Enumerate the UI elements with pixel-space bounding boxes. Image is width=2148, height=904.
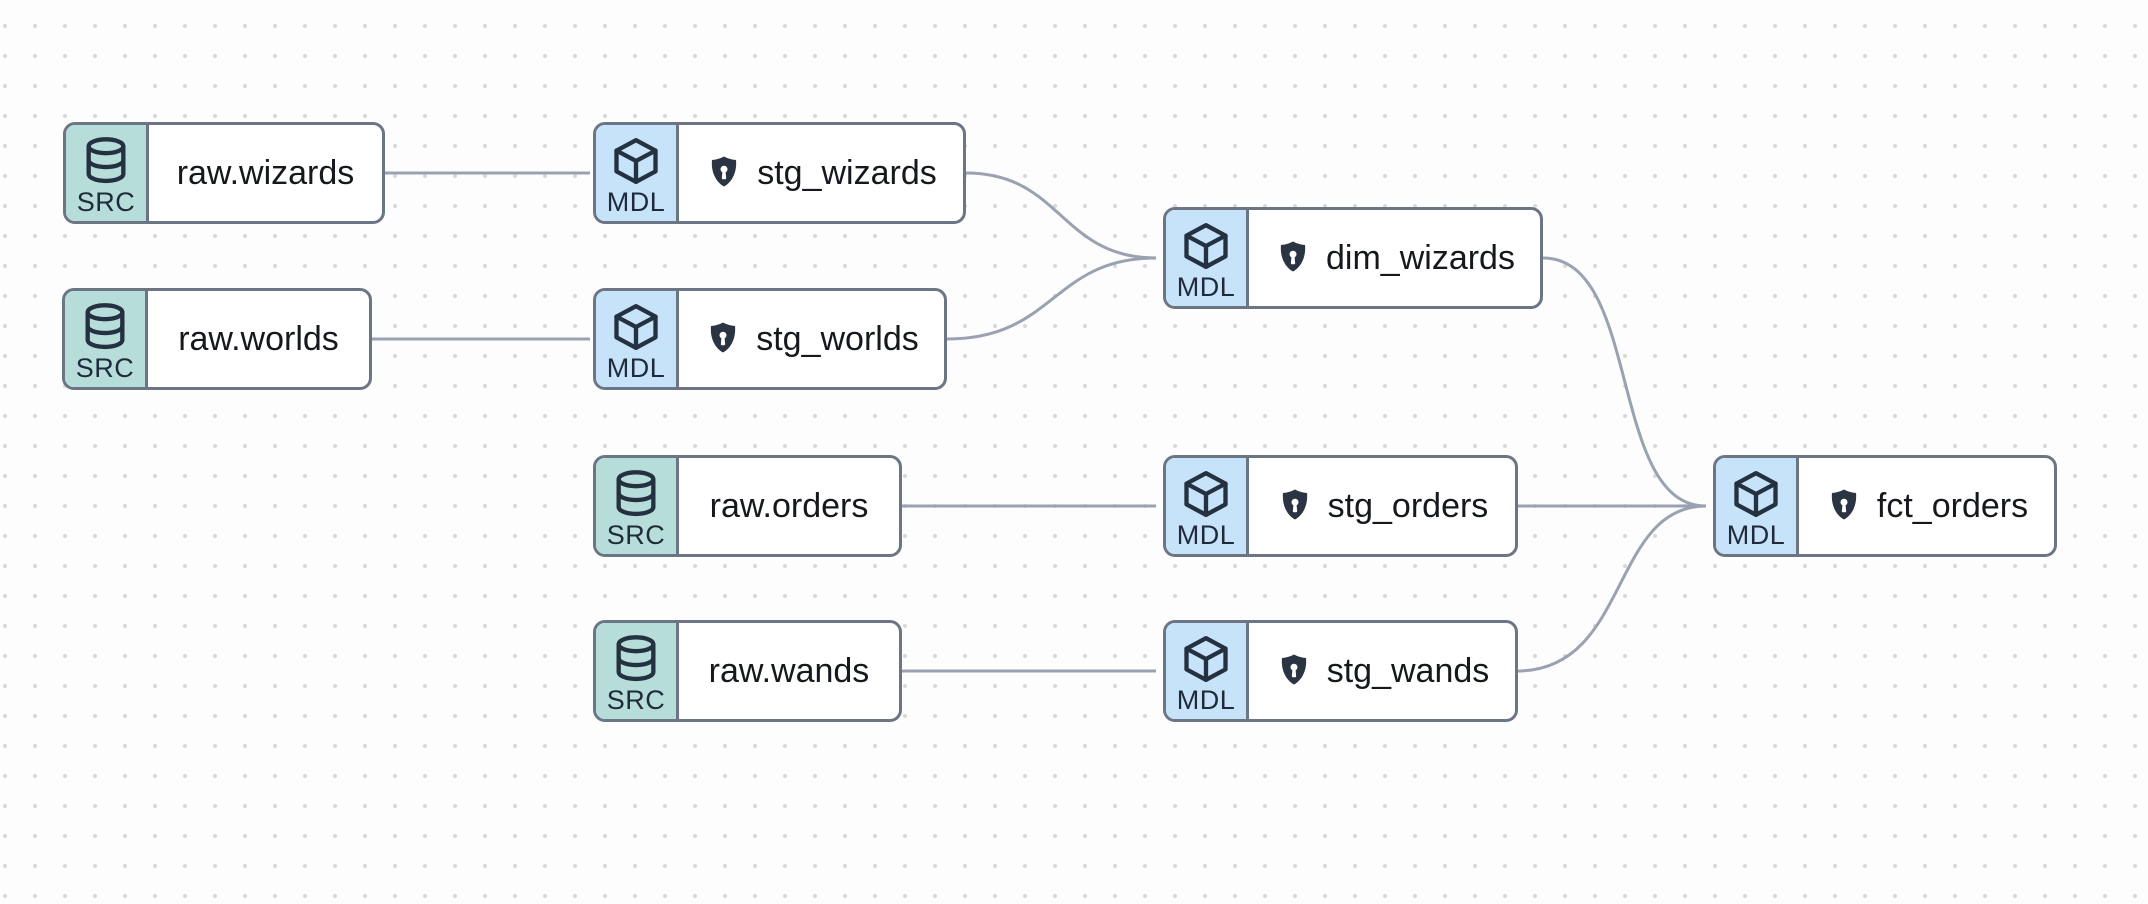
shield-lock-icon [712, 156, 737, 187]
node-label: stg_wands [1326, 652, 1490, 690]
node-body: dim_wizards [1249, 210, 1540, 306]
node-type-label: MDL [606, 186, 666, 217]
edge-stg-worlds-to-dim-wizards [946, 256, 1157, 341]
node-raw-worlds[interactable]: SRC raw.worlds [62, 288, 372, 390]
node-stg-wands[interactable]: MDL stg_wands [1163, 620, 1518, 722]
node-label: stg_worlds [756, 320, 919, 358]
cube-icon [610, 135, 662, 187]
node-label: stg_orders [1327, 487, 1489, 525]
node-body: raw.worlds [148, 291, 369, 387]
model-type-badge: MDL [596, 125, 679, 221]
model-type-badge: MDL [1716, 458, 1799, 554]
model-type-badge: MDL [1166, 458, 1249, 554]
node-label: dim_wizards [1326, 239, 1515, 277]
node-label: raw.wands [708, 652, 870, 690]
node-raw-wizards[interactable]: SRC raw.wizards [63, 122, 385, 224]
source-type-badge: SRC [596, 458, 679, 554]
database-icon [79, 301, 131, 353]
node-body: raw.orders [679, 458, 899, 554]
node-label: stg_wizards [757, 154, 937, 192]
cube-icon [1180, 633, 1232, 685]
node-type-label: SRC [75, 352, 135, 383]
database-icon [80, 135, 132, 187]
node-body: stg_worlds [679, 291, 944, 387]
shield-lock-icon [711, 322, 736, 353]
node-fct-orders[interactable]: MDL fct_orders [1713, 455, 2057, 557]
shield-lock-icon [1282, 489, 1307, 520]
node-body: stg_wands [1249, 623, 1515, 719]
node-type-label: MDL [606, 352, 666, 383]
node-type-label: MDL [1726, 519, 1786, 550]
node-body: stg_orders [1249, 458, 1515, 554]
cube-icon [1180, 468, 1232, 520]
shield-lock-icon [1281, 654, 1306, 685]
node-type-label: SRC [606, 684, 666, 715]
node-type-label: MDL [1176, 271, 1236, 302]
database-icon [610, 633, 662, 685]
cube-icon [610, 301, 662, 353]
node-body: fct_orders [1799, 458, 2054, 554]
shield-lock-icon [1280, 241, 1306, 272]
node-type-label: SRC [76, 186, 136, 217]
edge-stg-wands-to-fct-orders [1516, 504, 1707, 673]
node-raw-orders[interactable]: SRC raw.orders [593, 455, 902, 557]
node-type-label: MDL [1176, 684, 1236, 715]
node-stg-worlds[interactable]: MDL stg_worlds [593, 288, 947, 390]
node-type-label: SRC [606, 519, 666, 550]
source-type-badge: SRC [66, 125, 149, 221]
model-type-badge: MDL [596, 291, 679, 387]
source-type-badge: SRC [596, 623, 679, 719]
node-dim-wizards[interactable]: MDL dim_wizards [1163, 207, 1543, 309]
node-stg-wizards[interactable]: MDL stg_wizards [593, 122, 966, 224]
model-type-badge: MDL [1166, 210, 1249, 306]
node-stg-orders[interactable]: MDL stg_orders [1163, 455, 1518, 557]
database-icon [610, 468, 662, 520]
shield-lock-icon [1831, 489, 1857, 520]
node-label: fct_orders [1876, 487, 2029, 525]
node-label: raw.wizards [176, 154, 355, 192]
edge-stg-wizards-to-dim-wizards [965, 171, 1157, 260]
node-type-label: MDL [1176, 519, 1236, 550]
node-body: raw.wizards [149, 125, 382, 221]
node-label: raw.worlds [178, 320, 339, 358]
node-label: raw.orders [709, 487, 869, 525]
node-body: raw.wands [679, 623, 899, 719]
source-type-badge: SRC [65, 291, 148, 387]
cube-icon [1180, 220, 1232, 272]
node-body: stg_wizards [679, 125, 963, 221]
edge-dim-wizards-to-fct-orders [1542, 256, 1707, 508]
cube-icon [1730, 468, 1782, 520]
model-type-badge: MDL [1166, 623, 1249, 719]
node-raw-wands[interactable]: SRC raw.wands [593, 620, 902, 722]
